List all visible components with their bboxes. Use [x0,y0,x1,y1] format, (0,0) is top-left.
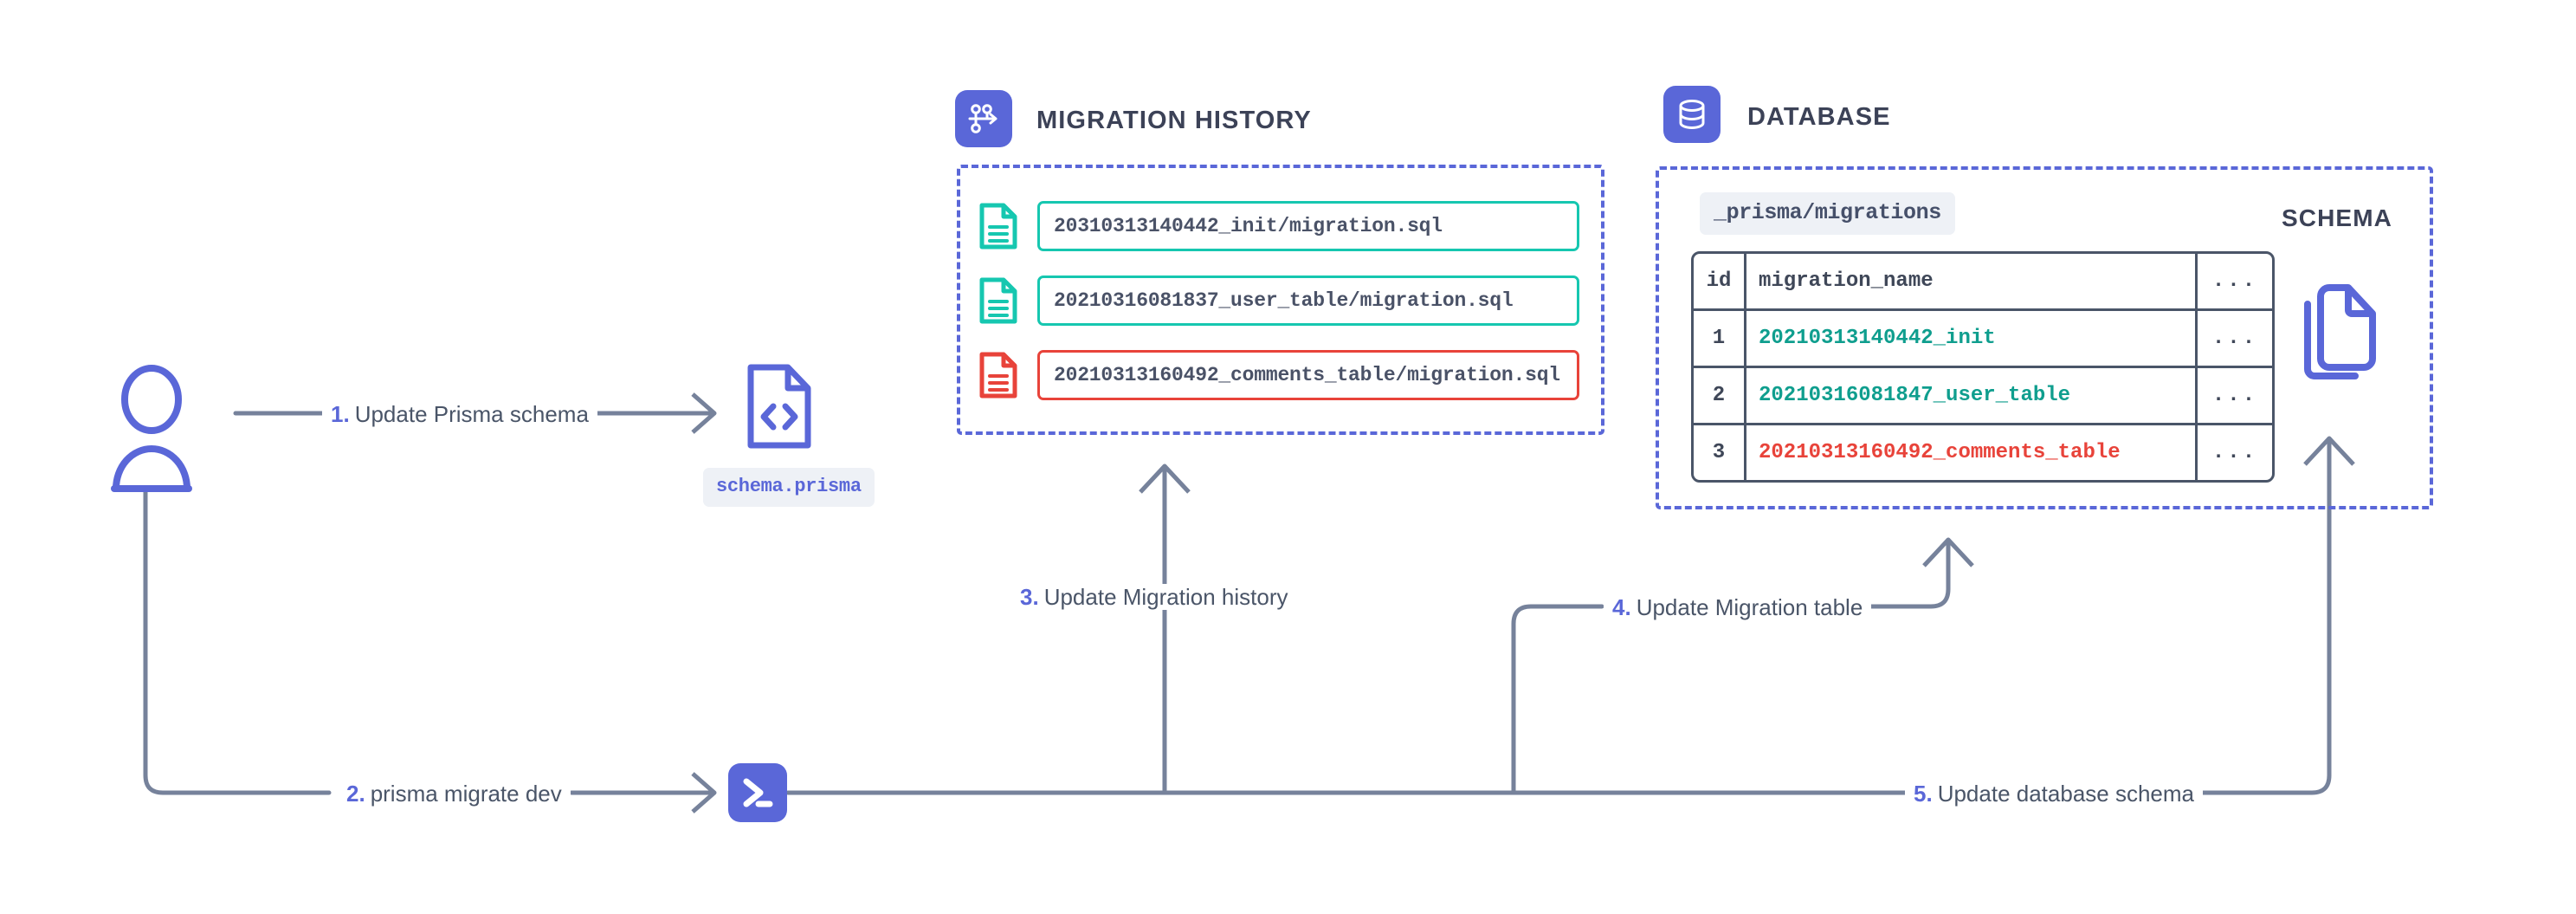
file-code-icon [747,364,811,449]
database-container [1656,166,2433,509]
step-3-label: 3.Update Migration history [1011,584,1297,610]
cell-id: 2 [1694,368,1746,425]
migration-file-row[interactable]: 20210316081837_user_table/migration.sql [978,275,1579,326]
step-3-number: 3. [1020,584,1039,610]
migration-history-badge [955,90,1012,147]
terminal-icon [743,778,773,807]
user-icon [111,365,192,492]
cell-migration-name: 20210313140442_init [1746,311,2198,368]
schema-title: SCHEMA [2282,204,2392,231]
file-text-icon [979,277,1017,324]
table-header-row: id migration_name ... [1694,254,2272,311]
file-text-icon [979,203,1017,250]
migration-file-row[interactable]: 20210313160492_comments_table/migration.… [978,350,1579,400]
table-row[interactable]: 3 20210313160492_comments_table ... [1694,425,2272,480]
cell-migration-name: 20210316081847_user_table [1746,368,2198,425]
migrations-table: id migration_name ... 1 20210313140442_i… [1691,251,2275,483]
step-2-number: 2. [346,781,365,807]
step-1-label: 1.Update Prisma schema [322,401,597,427]
database-title: DATABASE [1747,103,1891,131]
schema-files[interactable] [2296,275,2392,384]
migration-file-name: 20210313160492_comments_table/migration.… [1054,364,1560,386]
step-4-text: Update Migration table [1636,594,1863,620]
database-icon [1679,100,1705,129]
actor-user [104,362,199,496]
git-branch-icon [968,104,997,133]
cell-more[interactable]: ... [2198,311,2272,368]
line-user-to-terminal [143,487,332,795]
line-step4-left [1511,604,1604,795]
step-5-label: 5.Update database schema [1905,781,2203,807]
step-2-label: 2.prisma migrate dev [338,781,571,807]
step-3-text: Update Migration history [1043,584,1288,610]
table-row[interactable]: 2 20210316081847_user_table ... [1694,368,2272,425]
step-5-number: 5. [1914,781,1933,807]
arrowhead-step2 [691,772,717,814]
migration-file-pill[interactable]: 20210313160492_comments_table/migration.… [1037,350,1579,400]
table-row[interactable]: 1 20210313140442_init ... [1694,311,2272,368]
arrowhead-step1 [691,392,717,434]
column-header-more: ... [2198,254,2272,311]
column-header-migration-name: migration_name [1746,254,2198,311]
schema-prisma-file[interactable] [743,360,816,457]
arrowhead-step3 [1139,463,1191,494]
migration-history-container [957,165,1604,435]
arrowhead-step4 [1922,537,1974,567]
step-4-label: 4.Update Migration table [1604,594,1872,620]
database-badge [1663,86,1721,143]
column-header-id: id [1694,254,1746,311]
migration-file-name: 20310313140442_init/migration.sql [1054,215,1443,237]
migration-file-pill[interactable]: 20210316081837_user_table/migration.sql [1037,275,1579,326]
file-text-icon [979,352,1017,399]
step-5-text: Update database schema [1937,781,2194,807]
copy-files-icon [2304,284,2376,379]
terminal-badge[interactable] [728,763,787,822]
step-4-number: 4. [1612,594,1631,620]
step-1-text: Update Prisma schema [354,401,589,427]
cell-id: 3 [1694,425,1746,480]
cell-migration-name: 20210313160492_comments_table [1746,425,2198,480]
migration-file-name: 20210316081837_user_table/migration.sql [1054,289,1514,312]
cell-more[interactable]: ... [2198,368,2272,425]
step-2-text: prisma migrate dev [370,781,562,807]
migration-file-row[interactable]: 20310313140442_init/migration.sql [978,201,1579,251]
cell-more[interactable]: ... [2211,441,2258,464]
prisma-migrations-chip: _prisma/migrations [1700,192,1955,235]
migration-history-title: MIGRATION HISTORY [1036,107,1312,134]
schema-prisma-label: schema.prisma [703,468,875,507]
step-1-number: 1. [331,401,350,427]
cell-id: 1 [1694,311,1746,368]
migration-file-pill[interactable]: 20310313140442_init/migration.sql [1037,201,1579,251]
